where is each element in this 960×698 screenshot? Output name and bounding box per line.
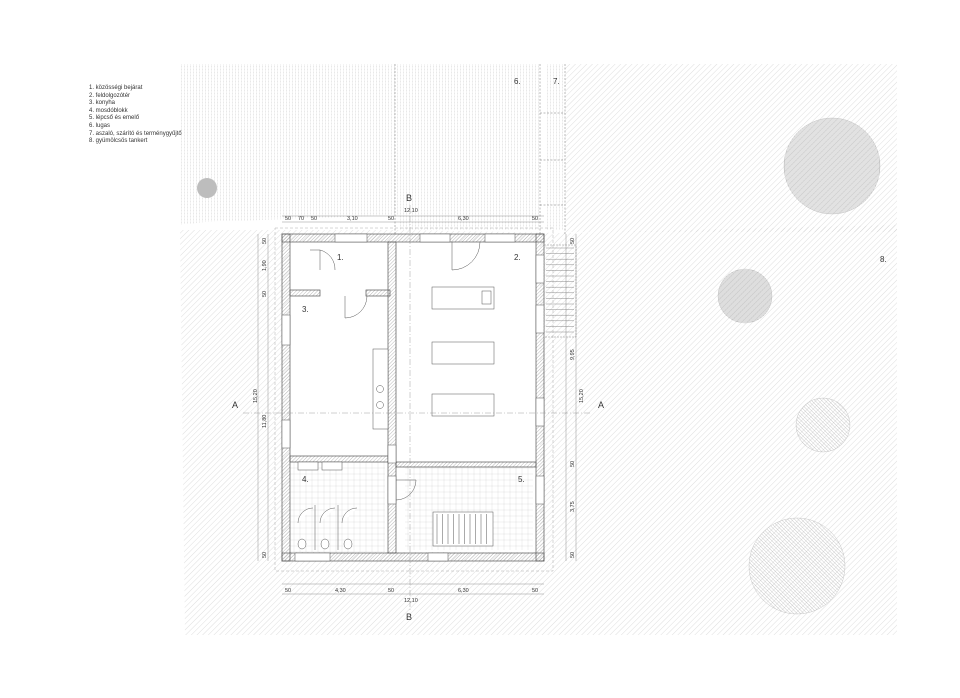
dimension-lines xyxy=(257,215,577,595)
section-marker-b-bottom: B xyxy=(406,612,412,622)
tree-icon xyxy=(197,178,217,198)
room-label-3: 3. xyxy=(302,305,309,314)
dim-bottom-seg: 4,30 xyxy=(335,588,346,594)
room-label-8: 8. xyxy=(880,255,887,264)
doors xyxy=(310,241,481,501)
tree-icon xyxy=(783,117,881,215)
dim-bottom-seg: 6,30 xyxy=(458,588,469,594)
room-labels: 1. 2. 3. 4. 5. 6. 7. 8. xyxy=(302,77,887,484)
room-label-2: 2. xyxy=(514,253,521,262)
dim-right-seg: 9,95 xyxy=(570,349,576,360)
dim-bottom-seg: 50 xyxy=(532,588,538,594)
room-label-6: 6. xyxy=(514,77,521,86)
section-marker-a-left: A xyxy=(232,400,238,410)
legend-item: 5. lépcső és emelő xyxy=(89,115,140,122)
pergola-structure xyxy=(394,64,566,235)
legend-item: 3. konyha xyxy=(89,100,116,107)
legend-item: 4. mosdóblokk xyxy=(89,107,128,114)
legend-item: 8. gyümölcsös tankert xyxy=(89,138,148,145)
dim-bottom-seg: 50 xyxy=(388,588,394,594)
section-marker-b-top: B xyxy=(406,193,412,203)
room-label-1: 1. xyxy=(337,253,344,262)
room-legend: 1. közösségi bejárat 2. feldolgozótér 3.… xyxy=(89,85,182,146)
dim-top-seg: 50 xyxy=(311,216,317,222)
section-lines xyxy=(243,205,592,612)
room-label-4: 4. xyxy=(302,475,309,484)
tree-icon xyxy=(795,397,851,453)
section-markers: A A B B xyxy=(232,193,604,622)
dim-bottom-total: 12,10 xyxy=(404,598,418,604)
dimension-texts: 12,10 50 70 50 3,10 50 6,30 50 50 4,30 5… xyxy=(253,208,585,604)
section-marker-a-right: A xyxy=(598,400,604,410)
trees xyxy=(197,117,881,615)
dim-left-seg: 50 xyxy=(262,552,268,558)
dim-top-total: 12,10 xyxy=(404,208,418,214)
legend-item: 2. feldolgozótér xyxy=(89,92,131,99)
dim-left-seg: 50 xyxy=(262,291,268,297)
dim-left-seg: 50 xyxy=(262,238,268,244)
dim-right-total: 15,20 xyxy=(579,389,585,403)
dim-top-seg: 50 xyxy=(285,216,291,222)
legend-item: 1. közösségi bejárat xyxy=(89,85,143,91)
dim-left-total: 15,20 xyxy=(253,389,259,403)
dim-top-seg: 70 xyxy=(298,216,304,222)
dim-left-seg: 1,90 xyxy=(262,260,268,271)
interior-floors xyxy=(289,241,540,552)
room-label-7: 7. xyxy=(553,77,560,86)
dim-right-seg: 50 xyxy=(570,238,576,244)
room-label-5: 5. xyxy=(518,475,525,484)
dim-bottom-seg: 50 xyxy=(285,588,291,594)
dim-right-seg: 50 xyxy=(570,552,576,558)
work-tables xyxy=(431,286,495,417)
dim-top-seg: 50 xyxy=(388,216,394,222)
walls xyxy=(281,233,545,562)
dim-top-seg: 50 xyxy=(532,216,538,222)
kitchen-counter xyxy=(372,348,389,430)
tree-icon xyxy=(717,268,773,324)
dim-top-seg: 3,10 xyxy=(347,216,358,222)
legend-item: 6. lugas xyxy=(89,122,111,129)
wc-block xyxy=(297,461,358,550)
terrace-outline xyxy=(274,227,554,572)
openings xyxy=(281,233,545,562)
tree-icon xyxy=(748,517,846,615)
dim-right-seg: 50 xyxy=(570,461,576,467)
dim-left-seg: 11,80 xyxy=(262,415,268,428)
legend-item: 7. aszaló, szárító és terménygyűjtő xyxy=(89,130,182,137)
dim-right-seg: 3,75 xyxy=(570,501,576,512)
dim-top-seg: 6,30 xyxy=(458,216,469,222)
